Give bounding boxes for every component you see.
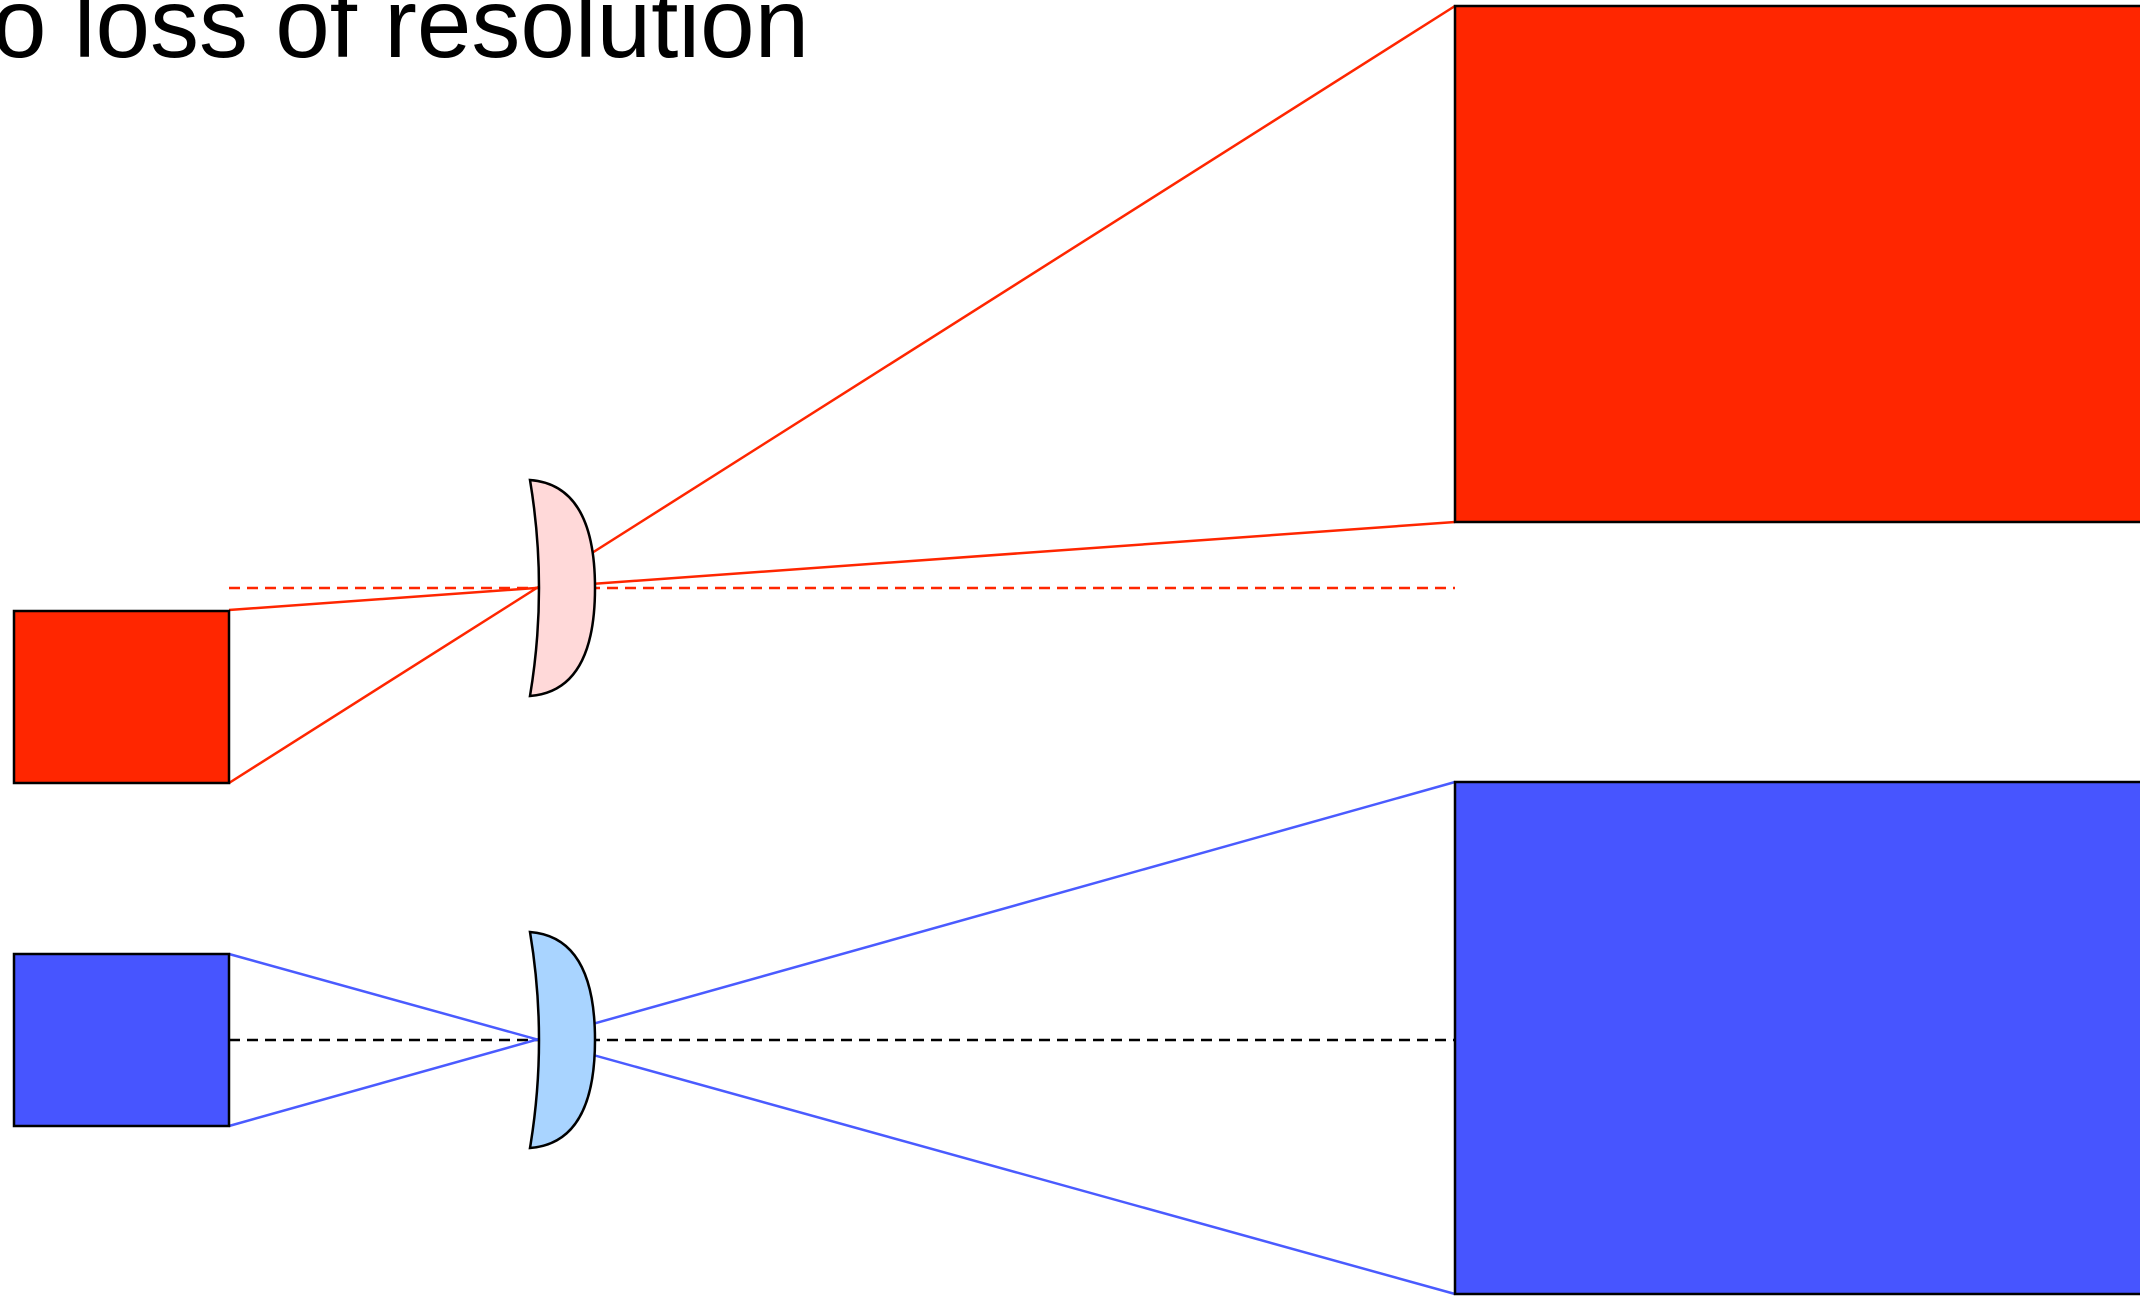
red-object bbox=[12, 609, 231, 785]
blue-lens bbox=[528, 930, 597, 1150]
red-image bbox=[1453, 4, 2140, 524]
diagram-title: o loss of resolution bbox=[0, 0, 809, 78]
red-lens bbox=[528, 478, 597, 698]
red-ray-top bbox=[228, 520, 1456, 612]
red-ray-bottom bbox=[228, 4, 1456, 785]
blue-system bbox=[12, 780, 2140, 1296]
blue-ray-top bbox=[228, 952, 1456, 1296]
red-system bbox=[12, 4, 2140, 785]
blue-image bbox=[1453, 780, 2140, 1296]
blue-object bbox=[12, 952, 231, 1128]
blue-ray-bottom bbox=[228, 780, 1456, 1128]
